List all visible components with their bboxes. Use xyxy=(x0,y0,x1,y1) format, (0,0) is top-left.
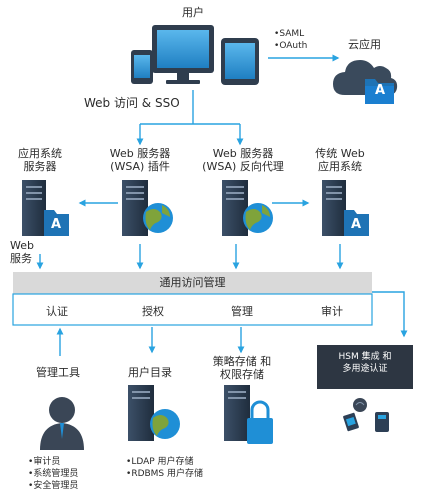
role-security-admin: •安全管理员 xyxy=(28,481,79,491)
directory-server-icon xyxy=(128,385,180,441)
wsa-proxy-label: Web 服务器 (WSA) 反向代理 xyxy=(202,147,284,173)
wsa-plugin-label: Web 服务器 (WSA) 插件 xyxy=(109,147,171,173)
cloud-app-badge: A xyxy=(375,83,386,98)
access-management-panel xyxy=(12,293,373,326)
user-devices-icon xyxy=(131,25,259,85)
user-label: 用户 xyxy=(182,6,204,19)
admin-role-list: •审计员 •系统管理员 •安全管理员 xyxy=(28,456,78,492)
policy-server-lock-icon xyxy=(224,385,273,444)
cloud-icon xyxy=(333,60,398,104)
store-rdbms: •RDBMS 用户存储 xyxy=(126,469,204,479)
am-item-authorization: 授权 xyxy=(142,305,164,318)
store-ldap: •LDAP 用户存储 xyxy=(126,457,194,467)
legacy-web-label: 传统 Web 应用系统 xyxy=(315,147,365,173)
app-server-badge: A xyxy=(51,217,62,232)
am-item-authentication: 认证 xyxy=(46,305,68,318)
user-store-list: •LDAP 用户存储 •RDBMS 用户存储 xyxy=(126,456,203,480)
role-system-admin: •系统管理员 xyxy=(28,469,79,479)
web-access-sso-label: Web 访问 & SSO xyxy=(84,96,180,110)
access-management-bar xyxy=(13,272,372,294)
wsa-plugin-server-icon xyxy=(122,180,173,236)
hsm-box xyxy=(317,345,413,389)
app-server-label: 应用系统 服务器 xyxy=(18,147,62,173)
admin-person-icon xyxy=(40,397,84,450)
user-directory-label: 用户目录 xyxy=(128,366,172,379)
app-server-icon xyxy=(22,180,69,236)
auth-protocol-list: •SAML •OAuth xyxy=(274,28,307,52)
admin-tools-label: 管理工具 xyxy=(36,366,80,379)
hsm-label: HSM 集成 和 多用途认证 xyxy=(338,352,392,374)
legacy-web-server-icon xyxy=(322,180,369,236)
auth-protocol-oauth: •OAuth xyxy=(274,41,308,51)
am-item-audit: 审计 xyxy=(321,305,343,318)
wsa-proxy-server-icon xyxy=(222,180,273,236)
access-management-title: 通用访问管理 xyxy=(159,276,226,289)
cloud-app-label: 云应用 xyxy=(348,38,381,51)
hsm-devices-icon xyxy=(343,398,389,432)
legacy-web-badge: A xyxy=(351,217,362,232)
auth-protocol-saml: •SAML xyxy=(274,29,305,39)
web-service-label: Web 服务 xyxy=(10,239,34,265)
policy-store-label: 策略存储 和 权限存储 xyxy=(212,355,272,381)
role-auditor: •审计员 xyxy=(28,457,61,467)
connector-arrows xyxy=(36,54,408,356)
am-item-management: 管理 xyxy=(231,305,253,318)
